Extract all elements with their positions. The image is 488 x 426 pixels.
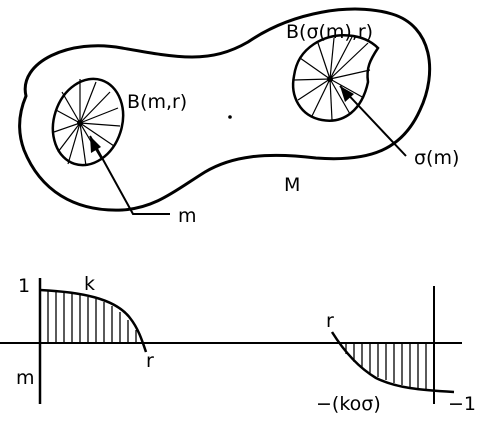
graph-label-one: 1: [18, 275, 30, 297]
ball-m-center-dot: [77, 120, 83, 126]
ball-sigma-center-dot: [327, 76, 333, 82]
manifold-M-outline: [18, 7, 432, 212]
point-m-label: m: [178, 205, 197, 227]
manifold-M-label: M: [284, 174, 300, 196]
graph-label-neg-k-sigma: −(koσ): [316, 393, 381, 415]
ball-m-radial-lines: [53, 79, 121, 167]
manifold-top-figure: B(m,r) m: [18, 7, 459, 227]
graph-label-r-left: r: [146, 350, 154, 372]
curve-neg-k-sigma: [330, 331, 455, 394]
ball-m: B(m,r): [51, 77, 232, 167]
ball-sigma-label: B(σ(m),r): [286, 21, 373, 43]
pointer-sigma-line: [339, 85, 407, 157]
ball-m-label: B(m,r): [127, 91, 187, 113]
graph-label-k: k: [84, 273, 95, 295]
pointer-sigma-arrowhead: [340, 86, 354, 102]
graph-label-m: m: [16, 367, 35, 389]
pointer-m-arrowhead: [90, 136, 101, 153]
ball-sigma-radial-lines: [293, 36, 371, 121]
stray-dot: [228, 115, 232, 119]
pointer-m: m: [89, 135, 197, 227]
point-sigma-label: σ(m): [414, 147, 459, 169]
pointer-sigma: σ(m): [339, 85, 459, 169]
graph-label-minus-one: −1: [448, 393, 476, 415]
curve-k: [39, 288, 148, 353]
function-graph: 1 k m r r −(koσ) −1: [0, 273, 476, 415]
curve-k-hatching: [47, 291, 137, 343]
ball-sigma-outline: [291, 34, 380, 122]
curve-neg-k-sigma-hatching: [345, 343, 427, 389]
graph-label-r-right: r: [326, 310, 334, 332]
ball-sigma: B(σ(m),r): [286, 21, 380, 122]
pointer-m-line: [89, 135, 170, 215]
ball-m-outline: [51, 77, 125, 167]
